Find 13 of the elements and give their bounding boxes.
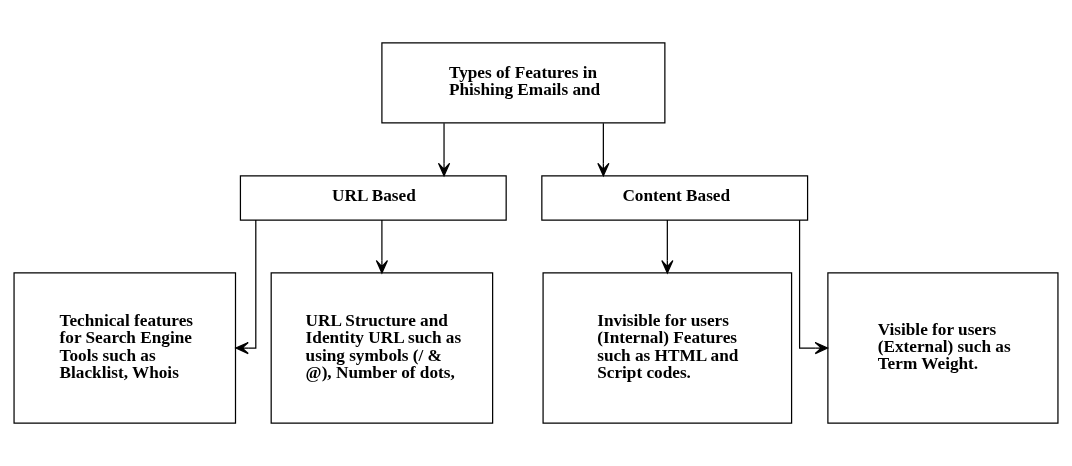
node-box: Invisible for users (Internal) Features such as HTML and Script codes. [542,272,793,424]
arrow [798,219,829,355]
arrow [437,122,451,177]
arrow [235,219,257,355]
node-box: Visible for users (External) such as Term Weight. [827,272,1059,424]
node-box: URL Structure and Identity URL such as using symbols (/ & @), Number of dots, [270,272,494,424]
node-box: Technical features for Search Engine Tools such as Blacklist, Whois [13,272,237,424]
arrow [597,122,610,177]
arrow [661,219,674,274]
arrow [375,219,389,274]
node-box: Types of Features in Phishing Emails and [381,42,666,124]
node-box: Content Based [541,175,809,221]
node-box: URL Based [239,175,507,221]
